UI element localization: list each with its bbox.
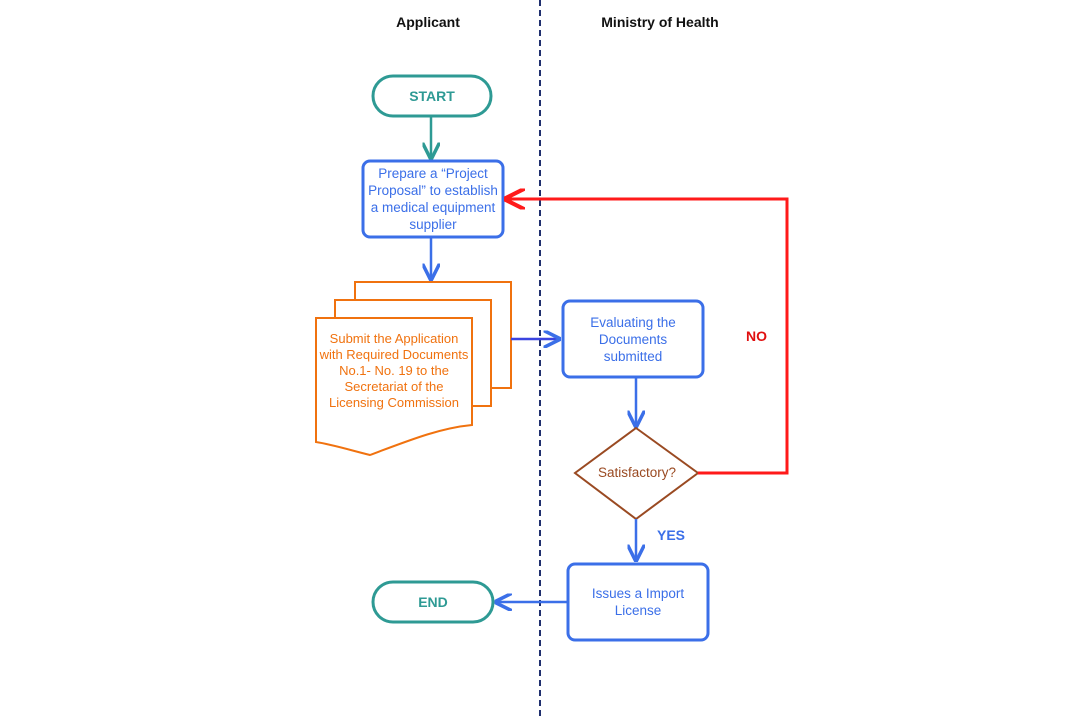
submit-document-shape [315,317,473,457]
no-edge-label: NO [746,328,767,344]
end-terminal [371,580,495,624]
evaluate-process-box [561,299,705,379]
prepare-label: Prepare a “Project Proposal” to establis… [368,166,498,232]
prepare-process-box [361,159,505,239]
evaluate-label: Evaluating the Documents submitted [590,314,676,364]
yes-edge-label: YES [657,527,686,543]
lane-title-applicant: Applicant [396,14,460,30]
issue-label: Issues a Import License [591,586,685,618]
end-label: END [418,594,448,610]
submit-label: Submit the Application with Required Doc… [319,331,469,410]
lane-title-ministry: Ministry of Health [601,14,719,30]
edge-no-loop [506,199,789,475]
start-label: START [409,88,455,104]
decision-label: Satisfactory? [597,465,677,480]
